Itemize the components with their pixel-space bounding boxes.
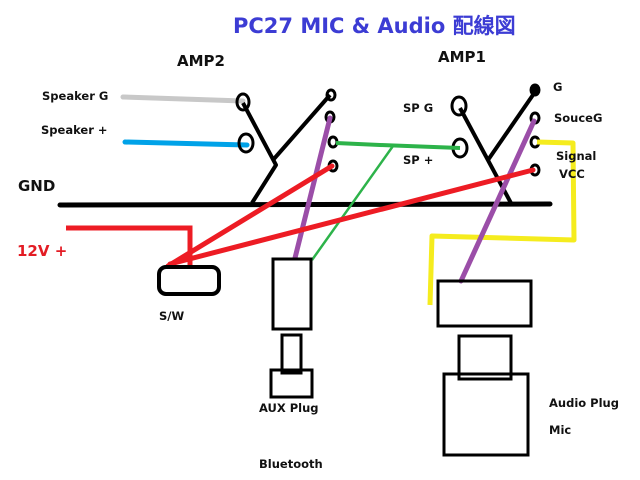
aux-plug-neck bbox=[280, 333, 303, 375]
amp2-terminal-sp-g bbox=[235, 92, 251, 112]
audio-plug-body bbox=[442, 372, 530, 457]
signal-label: Signal bbox=[556, 149, 597, 163]
amp1-terminal-g bbox=[529, 83, 541, 97]
amp2-ground-link-2 bbox=[271, 93, 332, 162]
amp2-source-g-wire bbox=[292, 115, 333, 261]
power-amp2-vcc-wire bbox=[165, 163, 335, 269]
12v-label: 12V + bbox=[17, 242, 68, 260]
mic-label: Mic bbox=[549, 423, 572, 437]
amp1-label: AMP1 bbox=[438, 48, 486, 66]
vcc-label: VCC bbox=[559, 167, 585, 181]
g-label: G bbox=[553, 80, 563, 94]
gnd-label: GND bbox=[18, 177, 56, 195]
speaker-plus-label: Speaker + bbox=[41, 123, 108, 137]
amp2-terminal-sp-plus bbox=[237, 132, 255, 154]
switch bbox=[157, 265, 221, 296]
amp1-source-g-wire bbox=[458, 118, 537, 284]
mic-signal-wire bbox=[427, 139, 577, 306]
amp2-terminal-signal bbox=[327, 135, 339, 149]
aux-plug-label: AUX Plug bbox=[259, 401, 319, 415]
mic-module bbox=[436, 279, 533, 328]
amp2-label: AMP2 bbox=[177, 52, 225, 70]
audio-signal-wire bbox=[335, 141, 461, 150]
bluetooth-label: Bluetooth bbox=[259, 457, 323, 471]
audio-plug-label: Audio Plug bbox=[549, 396, 619, 410]
switch-label: S/W bbox=[159, 309, 185, 323]
gnd-bus bbox=[57, 201, 553, 208]
bluetooth-module bbox=[271, 257, 313, 331]
speaker-plus-wire bbox=[122, 139, 250, 148]
amp2-ground-link bbox=[241, 102, 278, 205]
amp2-terminal-g bbox=[325, 88, 337, 102]
amp1-ground-link-2 bbox=[486, 90, 537, 162]
sp-plus-label: SP + bbox=[403, 153, 434, 167]
amp1-terminal-sp-g bbox=[450, 95, 468, 117]
power-amp1-vcc-wire bbox=[167, 167, 536, 267]
sp-g-label: SP G bbox=[403, 101, 434, 115]
aux-plug-body bbox=[269, 368, 314, 399]
speaker-g-wire bbox=[120, 94, 246, 104]
speaker-g-label: Speaker G bbox=[42, 89, 109, 103]
souceg-label: SouceG bbox=[554, 111, 603, 125]
audio-plug-neck bbox=[457, 334, 513, 381]
diagram-title: PC27 MIC & Audio 配線図 bbox=[233, 14, 516, 38]
audio-signal-wire-2 bbox=[310, 145, 395, 261]
